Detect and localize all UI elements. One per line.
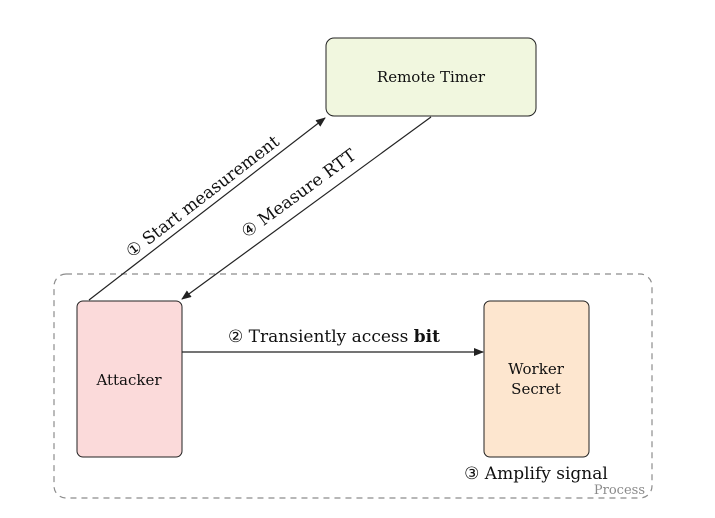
label-transiently-access-text: ② Transiently access <box>228 327 414 347</box>
worker-label-line1: Worker <box>508 360 565 378</box>
label-bit: bit <box>414 327 440 347</box>
arrow-start-measurement <box>88 117 326 301</box>
worker-label-line2: Secret <box>511 380 561 398</box>
attacker-node <box>76 300 183 458</box>
process-label: Process <box>594 483 645 498</box>
remote-timer-label: Remote Timer <box>377 68 486 86</box>
label-transiently-access: ② Transiently access bit <box>228 327 440 347</box>
label-amplify-signal: ③ Amplify signal <box>464 464 608 484</box>
arrow-measure-rtt <box>181 116 432 300</box>
remote-timer-node <box>325 37 537 117</box>
attacker-label: Attacker <box>95 371 162 389</box>
process-boundary <box>53 273 653 499</box>
worker-node <box>483 300 590 458</box>
